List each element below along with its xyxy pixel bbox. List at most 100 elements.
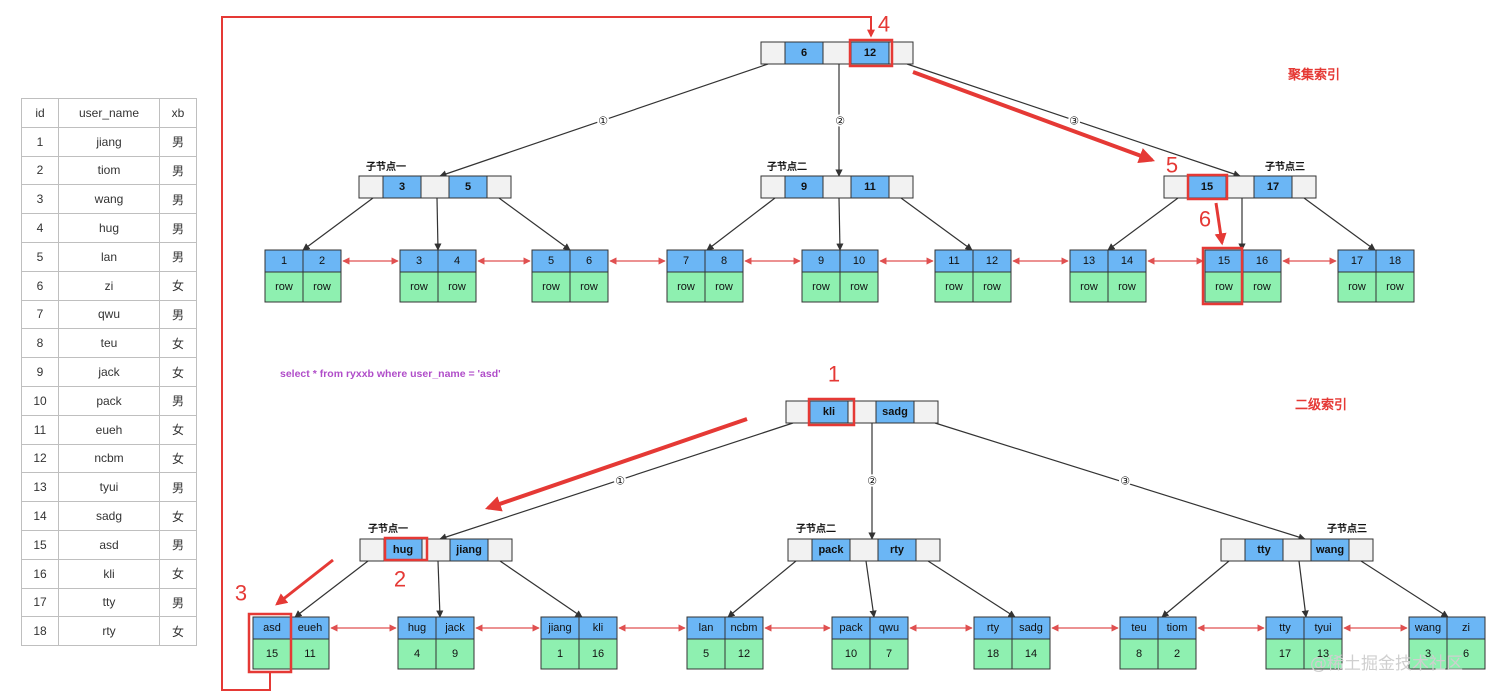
leaf-key: 17 [1351, 255, 1363, 267]
edge-marker: ③ [1069, 115, 1079, 128]
cell-id: 12 [21, 443, 59, 474]
node-key: pack [818, 544, 844, 556]
leaf-key: 14 [1121, 255, 1133, 267]
leaf-value-cell [1011, 638, 1051, 670]
leaf-value-cell [831, 638, 871, 670]
step-number-2: 2 [394, 567, 406, 592]
empty-cell [487, 538, 513, 562]
empty-cell [822, 175, 852, 199]
leaf-value: row [715, 281, 733, 293]
leaf-value: 12 [738, 648, 750, 660]
leaf-value-cell [869, 638, 909, 670]
cell-xb: 女 [159, 501, 197, 531]
leaf-value: row [945, 281, 963, 293]
secondary-root-edge [439, 422, 794, 541]
cell-id: 2 [21, 155, 59, 186]
leaf-value-cell [578, 638, 618, 670]
leaf-key: 16 [1256, 255, 1268, 267]
child-label-3: 子节点三 [1265, 160, 1305, 173]
secondary-index-title: 二级索引 [1295, 397, 1347, 413]
empty-cell [915, 538, 941, 562]
leaf-key: rty [987, 622, 1000, 634]
header-xb: xb [159, 98, 197, 128]
node-key: 15 [1201, 181, 1213, 193]
clustered-root-edge [439, 63, 769, 178]
leaf-value-cell [1069, 271, 1109, 303]
red-arrow-to-asd [275, 558, 334, 606]
leaf-key: 1 [281, 255, 287, 267]
leaf-key: asd [263, 622, 281, 634]
cell-xb: 男 [159, 587, 197, 618]
edge-marker: ② [835, 115, 845, 128]
cell-xb: 女 [159, 270, 197, 301]
cell-xb: 男 [159, 529, 197, 560]
leaf-key: tiom [1167, 622, 1188, 634]
empty-cell [486, 175, 512, 199]
cell-xb: 女 [159, 414, 197, 445]
red-return-path [221, 16, 875, 691]
cell-xb: 男 [159, 184, 197, 215]
leaf-key: 15 [1218, 255, 1230, 267]
leaf-value-cell [252, 638, 292, 670]
empty-cell [785, 400, 811, 424]
node-key: wang [1315, 544, 1344, 556]
leaf-value: row [275, 281, 293, 293]
leaf-value-cell [1337, 271, 1377, 303]
leaf-key: 10 [853, 255, 865, 267]
leaf-value: row [677, 281, 695, 293]
step-number-5: 5 [1166, 153, 1178, 178]
cell-user-name: rty [58, 616, 160, 647]
secondary-child-edge [1161, 560, 1230, 618]
empty-cell [1348, 538, 1374, 562]
node-key: 6 [801, 47, 807, 59]
empty-cell [1225, 175, 1255, 199]
node-key: tty [1257, 544, 1271, 556]
red-arrow-to-row [1214, 202, 1227, 246]
child-label-2: 子节点二 [767, 160, 807, 173]
leaf-value: row [983, 281, 1001, 293]
cell-user-name: pack [58, 385, 160, 416]
empty-cell [888, 175, 914, 199]
leaf-value-cell [666, 271, 706, 303]
secondary-child-edge [294, 560, 369, 618]
leaf-key: zi [1462, 622, 1470, 634]
cell-user-name: wang [58, 184, 160, 215]
cell-xb: 女 [159, 558, 197, 589]
clustered-child-edge [1107, 197, 1179, 251]
leaf-value-cell [1242, 271, 1282, 303]
cell-id: 16 [21, 558, 59, 589]
step-number-3: 3 [235, 581, 247, 606]
secondary-child-edge [499, 560, 583, 618]
leaf-value: 10 [845, 648, 857, 660]
cell-user-name: qwu [58, 299, 160, 330]
cell-id: 18 [21, 616, 59, 647]
clustered-child-edge [434, 197, 442, 251]
cell-user-name: jack [58, 357, 160, 387]
leaf-value: row [812, 281, 830, 293]
leaf-value: 14 [1025, 648, 1037, 660]
leaf-value-cell [437, 271, 477, 303]
leaf-value: row [1118, 281, 1136, 293]
child-label-3: 子节点三 [1327, 522, 1367, 535]
leaf-value-cell [435, 638, 475, 670]
leaf-key: 5 [548, 255, 554, 267]
leaf-value-cell [1265, 638, 1305, 670]
red-arrow-to-hug [484, 417, 748, 512]
node-key: 3 [399, 181, 405, 193]
leaf-value-cell [1107, 271, 1147, 303]
header-id: id [21, 98, 59, 128]
